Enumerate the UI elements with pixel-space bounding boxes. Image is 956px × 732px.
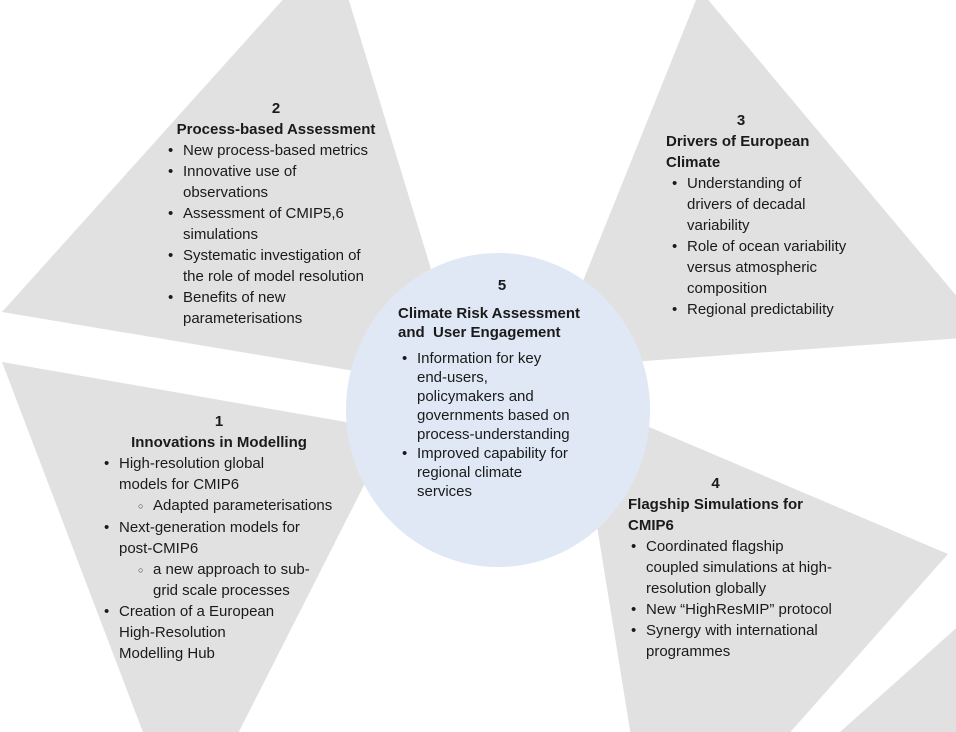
bullet-text: Adapted parameterisations xyxy=(153,497,333,514)
section-number: 2 xyxy=(271,100,281,117)
section-process-based-assessment: 2 Process-based Assessment • New process-… xyxy=(160,98,392,329)
dot-bullet-icon: • xyxy=(168,163,174,180)
dot-bullet-icon: • xyxy=(168,247,174,264)
sub-bullet-item: ○ a new approach to sub-grid scale proces… xyxy=(104,559,340,601)
dot-bullet-icon: • xyxy=(631,538,637,555)
triangle-bottom-left xyxy=(2,362,392,732)
section-title: Innovations in Modelling xyxy=(131,434,307,451)
section-innovations-in-modelling: 1 Innovations in Modelling • High-resolut… xyxy=(98,411,340,664)
section-number: 5 xyxy=(497,277,507,294)
dot-bullet-icon: • xyxy=(104,519,110,536)
section-number: 4 xyxy=(711,475,720,492)
section-number: 1 xyxy=(214,413,224,430)
dot-bullet-icon: • xyxy=(402,350,408,367)
dot-bullet-icon: • xyxy=(672,238,678,255)
bullet-item: • Regional predictability xyxy=(672,299,881,320)
bullet-item: • New process-based metrics xyxy=(168,140,392,161)
dot-bullet-icon: • xyxy=(402,445,408,462)
dot-bullet-icon: • xyxy=(168,142,174,159)
bullet-text: New process-based metrics xyxy=(183,142,369,159)
circle-bullet-icon: ○ xyxy=(138,501,144,511)
section-number: 3 xyxy=(736,112,746,129)
dot-bullet-icon: • xyxy=(168,205,174,222)
sub-bullet-item: ○ Adapted parameterisations xyxy=(104,495,340,517)
dot-bullet-icon: • xyxy=(631,601,637,618)
triangle-bottom-right xyxy=(576,396,948,732)
circle-bullet-icon: ○ xyxy=(138,565,144,575)
dot-bullet-icon: • xyxy=(104,455,110,472)
triangle-top-left xyxy=(2,0,468,390)
triangle-top-right xyxy=(548,0,956,368)
section-title: Process-based Assessment xyxy=(176,121,376,138)
section-bullets: • New process-based metrics • Innovative us… xyxy=(160,140,392,329)
dot-bullet-icon: • xyxy=(168,289,174,306)
dot-bullet-icon: • xyxy=(104,603,110,620)
bullet-item: • New “HighResMIP” protocol xyxy=(631,599,853,620)
bullet-text: a new approach to sub-grid scale process… xyxy=(153,561,310,599)
center-circle xyxy=(346,253,650,567)
dot-bullet-icon: • xyxy=(672,175,678,192)
dot-bullet-icon: • xyxy=(672,301,678,318)
bullet-text: Regional predictability xyxy=(687,301,834,318)
bullet-text: New “HighResMIP” protocol xyxy=(646,601,832,618)
triangle-bottom-right-corner xyxy=(840,628,956,732)
dot-bullet-icon: • xyxy=(631,622,637,639)
